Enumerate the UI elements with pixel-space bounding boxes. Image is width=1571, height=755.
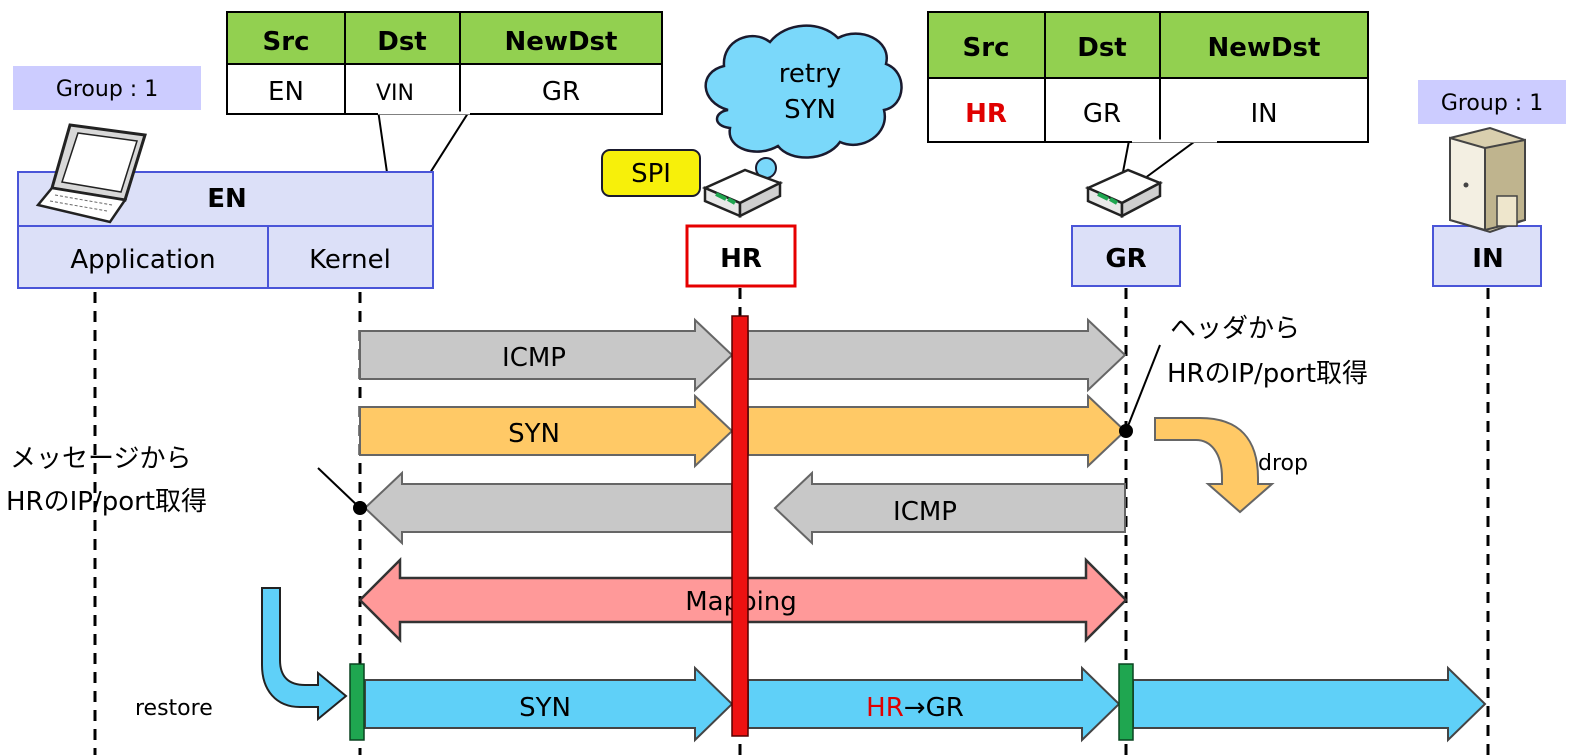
kernel-restore-marker — [349, 663, 365, 741]
en-note-line2: HRのIP/port取得 — [6, 487, 207, 517]
cloud-text-line1: retry — [779, 59, 841, 89]
en-note-leader — [317, 467, 361, 509]
spi-badge — [601, 149, 701, 197]
application-label: Application — [70, 245, 215, 275]
left-table-header-dst: Dst — [377, 27, 427, 57]
syn-forward-arrow: SYN — [359, 393, 1127, 469]
en-node-title: EN — [207, 184, 247, 214]
gr-note-line1: ヘッダから — [1170, 314, 1300, 344]
right-table: Src Dst NewDst HR GR IN — [927, 11, 1369, 201]
right-table-header-dst: Dst — [1077, 33, 1127, 63]
gr-restore-marker — [1118, 663, 1134, 741]
right-table-header-src: Src — [963, 33, 1010, 63]
hr-to-gr-label: HR→GR — [866, 693, 964, 723]
right-table-cell-dst: GR — [1083, 99, 1121, 129]
drop-arrow — [1154, 417, 1275, 514]
hr-router-icon — [701, 168, 784, 219]
en-note-line1: メッセージから — [10, 444, 191, 474]
hr-processing-bar — [731, 315, 749, 737]
left-table-cell-newdst: GR — [542, 77, 580, 107]
syn-forward-label: SYN — [508, 419, 560, 449]
left-table-cell-src: EN — [268, 77, 304, 107]
right-table-cell-src: HR — [965, 99, 1007, 129]
spi-label: SPI — [631, 159, 671, 189]
icmp-forward-arrow: ICMP — [359, 317, 1127, 393]
gr-to-in-arrow — [1132, 665, 1487, 743]
group-right-box — [1418, 80, 1566, 124]
server-icon — [1449, 126, 1526, 234]
right-table-data-row — [927, 77, 1369, 143]
hr-to-gr-arrow-glyph: → — [904, 693, 926, 723]
drop-label: drop — [1258, 451, 1308, 476]
gr-note-line2: HRのIP/port取得 — [1167, 359, 1368, 389]
group-right-label: Group : 1 — [1441, 91, 1543, 116]
left-table-cell-dst: VIN — [376, 81, 414, 106]
restore-arrow — [261, 587, 348, 722]
in-node: IN — [1432, 225, 1542, 287]
in-node-label: IN — [1472, 244, 1503, 274]
laptop-icon — [35, 123, 147, 224]
syn-restored-label: SYN — [519, 693, 571, 723]
gr-node-box — [1071, 225, 1181, 287]
right-table-header-row — [927, 11, 1369, 79]
left-table-header-src: Src — [263, 27, 310, 57]
group-left-box — [13, 66, 201, 110]
hr-node: HR — [685, 224, 797, 288]
gr-node: GR — [1071, 225, 1181, 287]
icmp-back-arrow: ICMP — [363, 470, 1126, 546]
right-table-header-newdst: NewDst — [1208, 33, 1321, 63]
hr-node-box — [685, 224, 797, 288]
restore-label: restore — [135, 696, 213, 721]
hr-node-label: HR — [720, 244, 762, 274]
hr-to-gr-hr: HR — [866, 693, 904, 723]
gr-note-leader — [1125, 344, 1161, 432]
hr-to-gr-arrow: HR→GR — [747, 665, 1121, 743]
icmp-back-label: ICMP — [893, 497, 957, 527]
left-table: Src Dst NewDst EN VIN GR — [226, 11, 663, 231]
syn-restored-arrow: SYN — [364, 665, 734, 743]
kernel-label: Kernel — [309, 245, 391, 275]
left-table-header-newdst: NewDst — [505, 27, 618, 57]
gr-router-icon — [1084, 168, 1163, 219]
hr-to-gr-gr: GR — [926, 693, 964, 723]
retry-syn-cloud: retry SYN — [704, 24, 903, 192]
gr-node-label: GR — [1105, 244, 1146, 274]
cloud-text-line2: SYN — [784, 95, 836, 125]
group-left-label: Group : 1 — [56, 77, 158, 102]
icmp-forward-label: ICMP — [502, 343, 566, 373]
right-table-cell-newdst: IN — [1250, 99, 1277, 129]
